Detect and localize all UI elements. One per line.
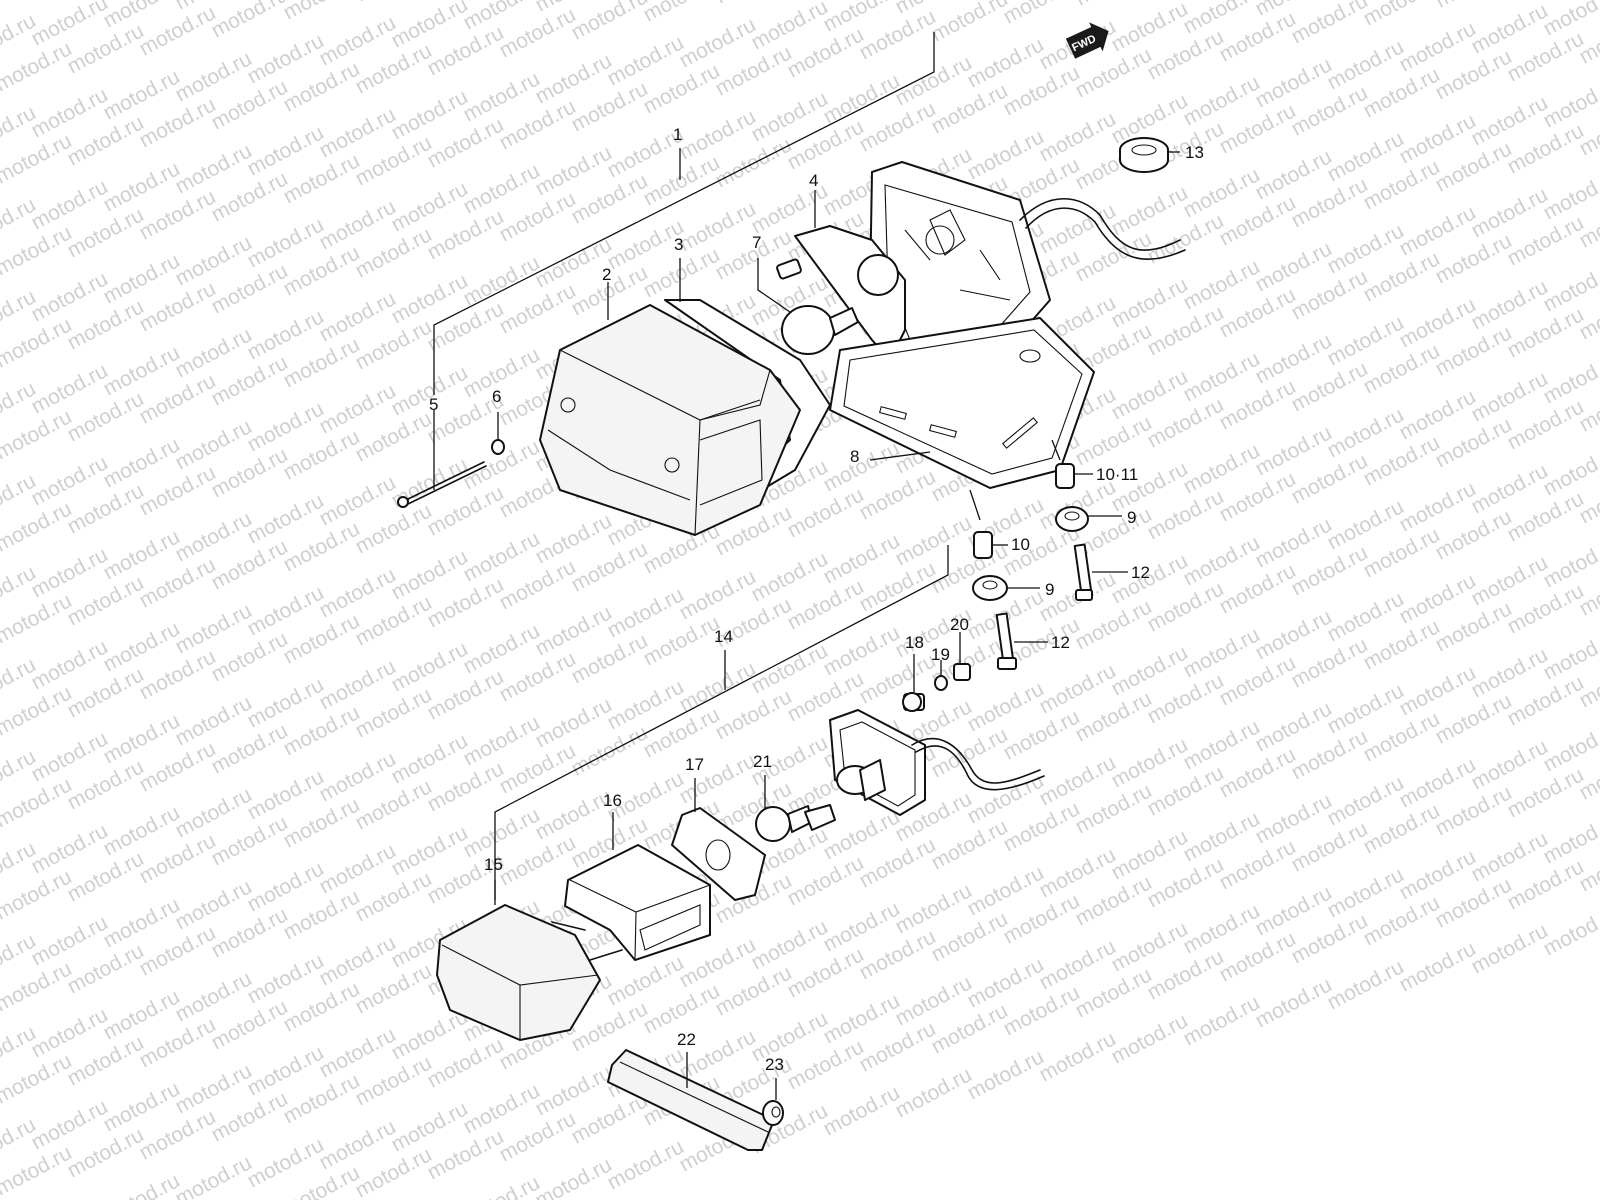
watermark-text: motod.ru [640,0,724,26]
fwd-arrow-icon [1065,22,1109,59]
callout-1: 1 [673,125,682,144]
watermark-text: motod.ru [532,1153,616,1200]
part-21-bulb [755,775,836,842]
callout-9-right: 9 [1127,508,1136,527]
watermark-text: motod.ru [1252,973,1336,1032]
watermark-text: motod.ru [892,1063,976,1122]
part-18-mount-bolt [902,654,925,712]
callout-19: 19 [931,645,950,664]
callout-4: 4 [809,171,818,190]
callout-9-left: 9 [1045,580,1054,599]
watermark-text: motod.ru [172,1151,256,1200]
part-10-11-collar-right [1055,463,1093,489]
watermark-text: motod.ru [1432,0,1516,12]
part-5-screw [397,410,487,508]
part-7-bulb [757,258,859,355]
part-22-reflector [607,1049,775,1151]
part-23-nut [762,1078,784,1126]
watermark-text: motod.ru [208,0,292,42]
watermark-text: motod.ru [1288,0,1372,48]
callout-12-left: 12 [1051,633,1070,652]
callout-7: 7 [752,233,761,252]
watermark-text: motod.ru [1180,991,1264,1050]
part-16-license-bracket [564,812,711,961]
watermark-text: motod.ru [1396,937,1480,996]
watermark-text: motod.ru [1468,919,1552,978]
callout-6: 6 [492,387,501,406]
callout-labels: 1 2 3 4 5 6 7 8 9 9 10 10·11 12 12 13 14… [429,125,1204,1074]
watermark-text: motod.ru [352,0,436,6]
watermark-text: motod.ru [964,1045,1048,1104]
watermark-text: motod.ru [460,1171,544,1200]
watermark-text: motod.ru [604,1135,688,1194]
watermark-text: motod.ru [928,0,1012,46]
fwd-direction-badge: FWD [1065,22,1109,59]
part-13-grommet [1119,137,1180,173]
watermark-text: motod.ru [1324,955,1408,1014]
part-9-grommet-left [972,575,1040,601]
watermark-text: motod.ru [1036,1027,1120,1086]
assembly-bracket-1 [433,32,935,395]
callout-3: 3 [674,235,683,254]
callout-12-right: 12 [1131,563,1150,582]
callout-23: 23 [765,1055,784,1074]
watermark-text: motod.ru [712,0,796,8]
callout-14: 14 [714,627,733,646]
watermark-text: motod.ru [820,1081,904,1140]
callout-10: 10 [1011,535,1030,554]
watermark-text: motod.ru [0,0,76,4]
part-12-bolt-right [1073,543,1128,601]
watermark-text: motod.ru [1072,0,1156,10]
callout-21: 21 [753,752,772,771]
callout-5: 5 [429,395,438,414]
part-9-grommet-right [1055,506,1122,532]
part-15-license-lens [436,880,623,1041]
part-12-bolt-left [995,612,1048,670]
watermark-text: motod.ru [100,1169,184,1200]
license-light-housing [829,709,1045,816]
part-17-gasket [671,778,766,901]
callout-17: 17 [685,755,704,774]
callout-10-11: 10·11 [1096,465,1138,484]
callout-20: 20 [950,615,969,634]
callout-13: 13 [1185,143,1204,162]
callout-16: 16 [603,791,622,810]
callout-2: 2 [602,265,611,284]
part-20-nut [953,632,971,681]
callout-22: 22 [677,1030,696,1049]
callout-18: 18 [905,633,924,652]
part-2-tail-lens [539,282,801,536]
part-10-collar-left [973,531,1008,559]
callout-8: 8 [850,447,859,466]
callout-15: 15 [484,855,503,874]
part-19-washer [934,660,948,691]
watermark-text: motod.ru [1540,901,1600,960]
watermark-text: motod.ru [1108,1009,1192,1068]
watermark-text: motod.ru [1000,0,1084,28]
part-6-washer [491,412,505,455]
watermark-text: motod.ru [280,0,364,24]
watermark-text: motod.ru [1360,0,1444,30]
assembly-bracket-14 [494,545,949,900]
